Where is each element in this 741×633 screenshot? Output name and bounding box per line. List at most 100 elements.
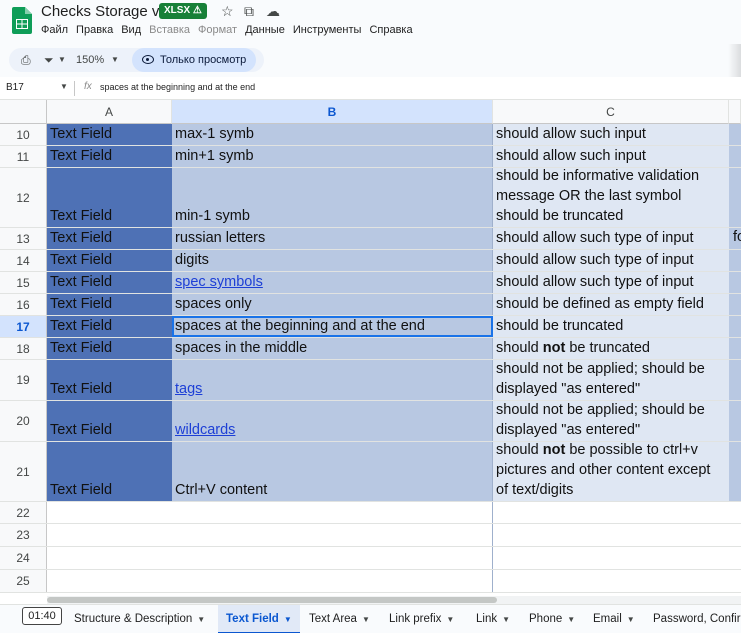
cell-d20[interactable] <box>729 401 741 441</box>
print-icon[interactable]: ⎙ <box>21 53 31 67</box>
column-header-a[interactable]: A <box>47 100 172 124</box>
row-header[interactable]: 15 <box>0 272 47 293</box>
cell-d25[interactable] <box>729 570 741 592</box>
zoom-dropdown-icon[interactable]: ▼ <box>111 55 119 64</box>
row-header[interactable]: 25 <box>0 570 47 592</box>
cell-a12[interactable]: Text Field <box>47 168 172 227</box>
cell-a23[interactable] <box>47 524 172 546</box>
cell-d13[interactable] <box>729 228 741 249</box>
cell-d16[interactable] <box>729 294 741 315</box>
cell-d22[interactable] <box>729 502 741 523</box>
cloud-status-icon[interactable]: ☁ <box>266 3 280 19</box>
zoom-select[interactable]: 150% <box>76 54 105 66</box>
filter-dropdown-icon[interactable]: ▼ <box>58 55 66 64</box>
cell-text[interactable]: spec symbols <box>175 274 263 290</box>
cell-b25[interactable] <box>172 570 493 592</box>
row-header[interactable]: 18 <box>0 338 47 359</box>
cell-b24[interactable] <box>172 547 493 569</box>
cell-b21[interactable]: Ctrl+V content <box>172 442 493 501</box>
cell-c13[interactable]: should allow such type of input <box>493 228 729 249</box>
tab-dropdown-icon[interactable]: ▼ <box>361 615 370 624</box>
move-folder-icon[interactable]: ⧉ <box>244 3 254 19</box>
cell-d12[interactable] <box>729 168 741 227</box>
menu-file[interactable]: Файл <box>41 24 69 36</box>
column-header-c[interactable]: C <box>493 100 729 124</box>
cell-c15[interactable]: should allow such type of input <box>493 272 729 293</box>
cell-b15[interactable]: spec symbols <box>172 272 493 293</box>
row-header[interactable]: 20 <box>0 401 47 441</box>
sheet-tab[interactable]: Password, Confir <box>653 605 741 633</box>
cell-c23[interactable] <box>493 524 729 546</box>
cell-a17[interactable]: Text Field <box>47 316 172 337</box>
cell-b23[interactable] <box>172 524 493 546</box>
menu-edit[interactable]: Правка <box>76 24 114 36</box>
select-all-corner[interactable] <box>0 100 47 124</box>
cell-c16[interactable]: should be defined as empty field <box>493 294 729 315</box>
cell-d11[interactable] <box>729 146 741 167</box>
cell-a18[interactable]: Text Field <box>47 338 172 359</box>
column-header-b[interactable]: B <box>172 100 493 124</box>
cell-a20[interactable]: Text Field <box>47 401 172 441</box>
sheet-tab[interactable]: Phone▼ <box>529 605 575 633</box>
cell-b19[interactable]: tags <box>172 360 493 400</box>
scrollbar-thumb[interactable] <box>47 597 497 603</box>
cell-d18[interactable] <box>729 338 741 359</box>
sheet-tab[interactable]: Link▼ <box>476 605 510 633</box>
row-header[interactable]: 22 <box>0 502 47 523</box>
cell-d19[interactable] <box>729 360 741 400</box>
cell-c24[interactable] <box>493 547 729 569</box>
row-header[interactable]: 12 <box>0 168 47 227</box>
tab-dropdown-icon[interactable]: ▼ <box>446 615 455 624</box>
filter-icon[interactable]: ⏷ <box>44 53 54 67</box>
cell-c10[interactable]: should allow such input <box>493 124 729 145</box>
cell-b16[interactable]: spaces only <box>172 294 493 315</box>
menu-view[interactable]: Вид <box>121 24 142 36</box>
tab-dropdown-icon[interactable]: ▼ <box>197 615 206 624</box>
cell-d14[interactable] <box>729 250 741 271</box>
cell-a16[interactable]: Text Field <box>47 294 172 315</box>
cell-b12[interactable]: min-1 symb <box>172 168 493 227</box>
sheet-tab[interactable]: Structure & Description▼ <box>74 605 205 633</box>
tab-dropdown-icon[interactable]: ▼ <box>283 615 292 624</box>
cell-c17[interactable]: should be truncated <box>493 316 729 337</box>
row-header[interactable]: 21 <box>0 442 47 501</box>
sheets-logo-icon[interactable] <box>12 7 32 34</box>
cell-a15[interactable]: Text Field <box>47 272 172 293</box>
cell-c14[interactable]: should allow such type of input <box>493 250 729 271</box>
row-header[interactable]: 11 <box>0 146 47 167</box>
cell-text[interactable]: wildcards <box>175 422 236 438</box>
cell-a22[interactable] <box>47 502 172 523</box>
tab-dropdown-icon[interactable]: ▼ <box>626 615 635 624</box>
formula-input[interactable]: spaces at the beginning and at the end <box>100 82 256 92</box>
cell-b11[interactable]: min+1 symb <box>172 146 493 167</box>
cell-a10[interactable]: Text Field <box>47 124 172 145</box>
cell-b17[interactable]: spaces at the beginning and at the end <box>172 316 493 337</box>
row-header[interactable]: 23 <box>0 524 47 546</box>
cell-b20[interactable]: wildcards <box>172 401 493 441</box>
cell-b14[interactable]: digits <box>172 250 493 271</box>
file-format-badge[interactable]: XLSX ⚠ <box>159 3 207 19</box>
cell-text[interactable]: tags <box>175 381 203 397</box>
row-header[interactable]: 10 <box>0 124 47 145</box>
row-header[interactable]: 14 <box>0 250 47 271</box>
cell-b22[interactable] <box>172 502 493 523</box>
cell-c25[interactable] <box>493 570 729 592</box>
row-header[interactable]: 24 <box>0 547 47 569</box>
cell-c11[interactable]: should allow such input <box>493 146 729 167</box>
row-header[interactable]: 13 <box>0 228 47 249</box>
row-header[interactable]: 19 <box>0 360 47 400</box>
menu-format[interactable]: Формат <box>198 24 238 36</box>
sheet-tab[interactable]: Text Area▼ <box>309 605 370 633</box>
cell-c18[interactable]: should not be truncated <box>493 338 729 359</box>
star-icon[interactable]: ☆ <box>221 3 234 19</box>
cell-a24[interactable] <box>47 547 172 569</box>
cell-b13[interactable]: russian letters <box>172 228 493 249</box>
menu-tools[interactable]: Инструменты <box>292 24 362 36</box>
cell-a25[interactable] <box>47 570 172 592</box>
tab-dropdown-icon[interactable]: ▼ <box>567 615 576 624</box>
cell-d10[interactable] <box>729 124 741 145</box>
menu-data[interactable]: Данные <box>245 24 285 36</box>
